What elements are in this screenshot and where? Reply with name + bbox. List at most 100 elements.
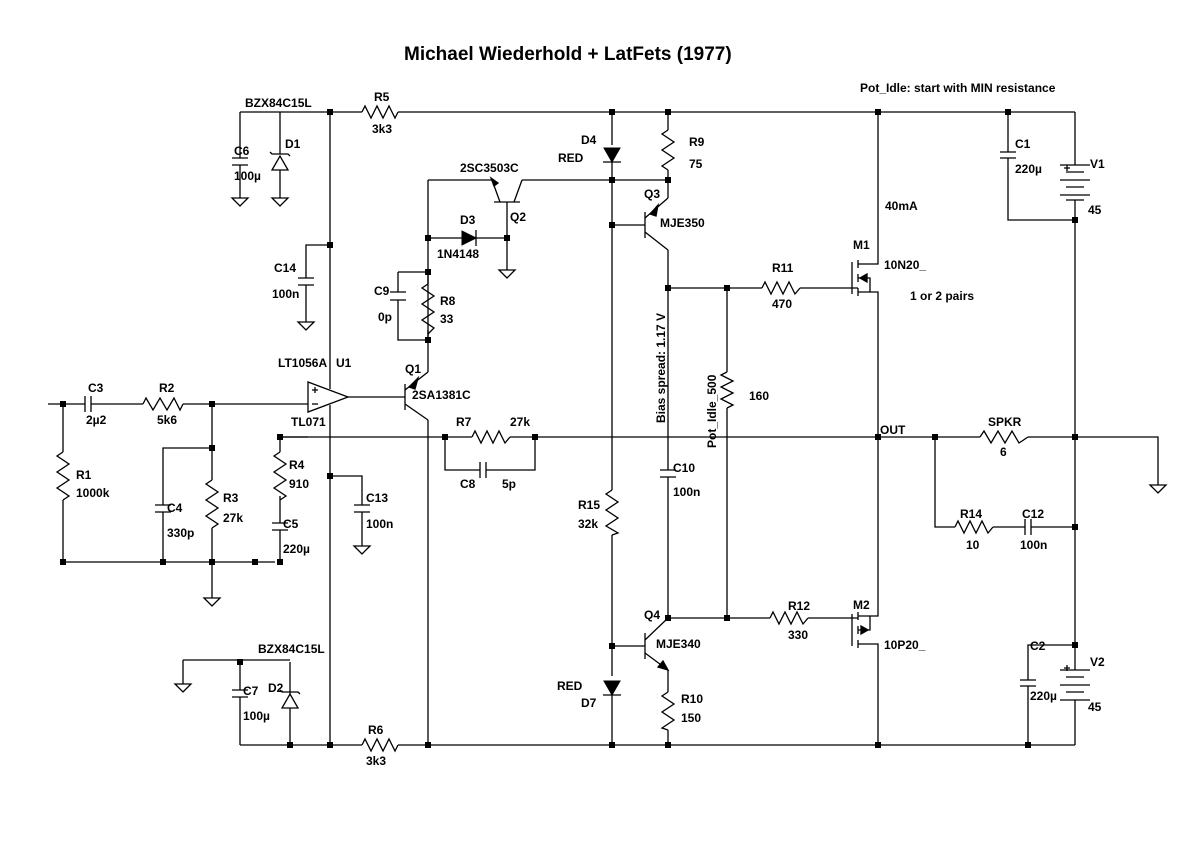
d2-label: D2 <box>268 681 284 695</box>
spkr-label: SPKR <box>988 415 1022 429</box>
r12-label: R12 <box>788 599 810 613</box>
c2-label: C2 <box>1030 639 1046 653</box>
r10-value: 150 <box>681 711 701 725</box>
spkr-value: 6 <box>1000 445 1007 459</box>
d7-value: RED <box>557 679 583 693</box>
d4-value: RED <box>558 151 584 165</box>
r2-label: R2 <box>159 381 175 395</box>
junctions <box>60 109 1078 748</box>
c9-capacitor <box>390 291 406 308</box>
d2-zener <box>279 689 301 715</box>
ground-c13 <box>352 545 372 555</box>
q3-label: Q3 <box>644 187 660 201</box>
v1-label: V1 <box>1090 157 1105 171</box>
r1-resistor <box>55 451 71 501</box>
r7-label: R7 <box>456 415 472 429</box>
c14-capacitor <box>298 277 314 292</box>
r15-value: 32k <box>578 517 598 531</box>
c6-label: C6 <box>234 144 250 158</box>
c12-value: 100n <box>1020 538 1047 552</box>
ground-input <box>202 597 222 607</box>
c3-label: C3 <box>88 381 104 395</box>
capacitors <box>84 151 1043 705</box>
v1-value: 45 <box>1088 203 1102 217</box>
c9-label: C9 <box>374 284 390 298</box>
u1-opamp <box>307 381 350 420</box>
current-label: 40mA <box>885 199 918 213</box>
q3-transistor <box>644 197 669 251</box>
c3-value: 2µ2 <box>86 413 107 427</box>
r12-value: 330 <box>788 628 808 642</box>
labels: Pot_Idle: start with MIN resistance BZX8… <box>76 81 1105 768</box>
c6-capacitor <box>232 157 248 185</box>
ground-spkr <box>1148 484 1168 494</box>
c4-capacitor <box>155 504 171 530</box>
m1-label: M1 <box>853 238 870 252</box>
m2-mosfet <box>851 600 879 660</box>
r8-value: 33 <box>440 312 454 326</box>
c12-label: C12 <box>1022 507 1044 521</box>
c7-capacitor <box>232 689 248 705</box>
u1-alt-label: TL071 <box>291 415 326 429</box>
q4-transistor <box>644 617 670 672</box>
grounds <box>173 197 1168 693</box>
m1-type-label: 10N20_ <box>884 258 926 272</box>
polarity-marks <box>1064 165 1070 671</box>
r3-resistor <box>204 479 220 529</box>
c3-capacitor <box>84 396 105 412</box>
r7-resistor <box>471 429 511 445</box>
c13-label: C13 <box>366 491 388 505</box>
c2-capacitor <box>1020 679 1036 692</box>
r6-value: 3k3 <box>366 754 386 768</box>
r5-label: R5 <box>374 90 390 104</box>
m1-mosfet <box>851 255 879 300</box>
d4-label: D4 <box>581 133 597 147</box>
r8-resistor <box>420 283 436 335</box>
ground-d1 <box>270 197 290 207</box>
r11-label: R11 <box>772 261 794 275</box>
r6-label: R6 <box>368 723 384 737</box>
r11-resistor <box>761 280 801 296</box>
m2-label: M2 <box>853 598 870 612</box>
r7-value: 27k <box>510 415 530 429</box>
c8-value: 5p <box>502 477 516 491</box>
pot-idle-label: Pot_Idle_500 <box>705 374 719 448</box>
c6-value: 100µ <box>234 169 261 183</box>
c4-value: 330p <box>167 526 194 540</box>
supplies <box>1060 164 1090 701</box>
ground-c14 <box>296 321 316 331</box>
r2-resistor <box>142 396 184 412</box>
r1-value: 1000k <box>76 486 110 500</box>
d2-type-label: BZX84C15L <box>258 642 325 656</box>
v2-value: 45 <box>1088 700 1102 714</box>
r10-resistor <box>660 691 676 731</box>
d3-label: D3 <box>460 213 476 227</box>
transistors <box>404 176 879 672</box>
r14-value: 10 <box>966 538 980 552</box>
q3-type-label: MJE350 <box>660 216 705 230</box>
q2-type-label: 2SC3503C <box>460 161 519 175</box>
c5-label: C5 <box>283 517 299 531</box>
c7-value: 100µ <box>243 709 270 723</box>
c5-value: 220µ <box>283 542 310 556</box>
diodes <box>269 135 621 715</box>
r3-value: 27k <box>223 511 243 525</box>
out-label: OUT <box>880 423 906 437</box>
c14-value: 100n <box>272 287 299 301</box>
c10-capacitor <box>660 469 676 492</box>
r9-value: 75 <box>689 157 703 171</box>
q2-transistor <box>489 176 523 215</box>
r9-label: R9 <box>689 135 705 149</box>
r5-value: 3k3 <box>372 122 392 136</box>
r15-resistor <box>604 489 620 536</box>
d7-label: D7 <box>581 696 597 710</box>
q4-label: Q4 <box>644 608 660 622</box>
d4-diode <box>603 147 621 164</box>
c10-label: C10 <box>673 461 695 475</box>
r4-value: 910 <box>289 477 309 491</box>
v2-label: V2 <box>1090 655 1105 669</box>
r5-resistor <box>361 104 399 120</box>
d1-type-label: BZX84C15L <box>245 96 312 110</box>
r4-label: R4 <box>289 458 305 472</box>
